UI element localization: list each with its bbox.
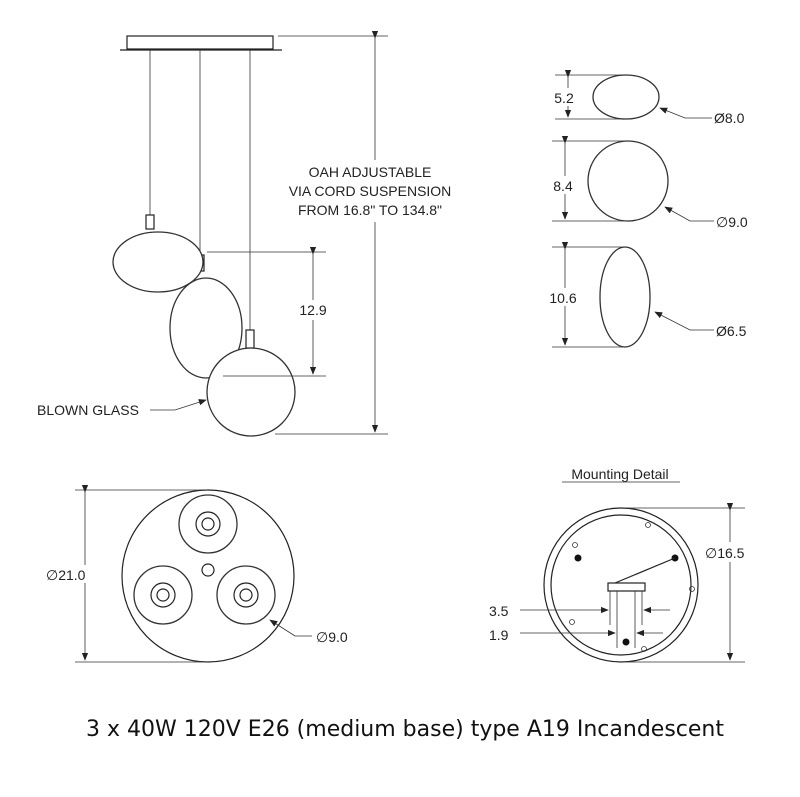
drop-dimension: 12.9 (299, 302, 326, 318)
canopy (126, 35, 274, 50)
mounting-hole (622, 638, 630, 646)
leader-arrow (664, 206, 714, 222)
shade2-diameter: ∅9.0 (716, 214, 748, 230)
mounting-arm (614, 557, 676, 584)
oah-label-line3: FROM 16.8" TO 134.8" (298, 202, 442, 218)
mounting-plate-inner (550, 514, 692, 656)
shade1-height: 5.2 (554, 90, 574, 106)
globe-shade-detail (587, 140, 669, 222)
shade-plan-diameter: ∅9.0 (316, 629, 348, 645)
shade-plan (133, 494, 276, 625)
mounting-plate-outer (543, 507, 699, 663)
canopy-diameter: ∅21.0 (46, 567, 86, 583)
plan-view: ∅21.0 ∅9.0 (45, 484, 348, 663)
socket (145, 214, 155, 230)
tall-shade-detail (599, 246, 651, 348)
mounting-hole (574, 554, 582, 562)
shade-details: 5.2 Ø8.0 8.4 ∅9.0 10.6 Ø6.5 (543, 69, 748, 348)
elevation-view: OAH ADJUSTABLE VIA CORD SUSPENSION FROM … (37, 30, 470, 437)
tall-shade (169, 277, 243, 379)
oah-label-line2: VIA CORD SUSPENSION (289, 183, 452, 199)
mounting-detail-title: Mounting Detail (571, 466, 668, 482)
oval-shade-detail (592, 74, 660, 120)
shade1-diameter: Ø8.0 (714, 110, 745, 126)
dim-1-9: 1.9 (489, 627, 509, 643)
leader-arrow (150, 399, 207, 411)
leader-arrow (269, 619, 312, 637)
shade3-diameter: Ø6.5 (716, 323, 747, 339)
oval-shade (112, 231, 204, 293)
oah-label-line1: OAH ADJUSTABLE (309, 164, 432, 180)
shade2-height: 8.4 (553, 178, 573, 194)
shade3-height: 10.6 (549, 290, 576, 306)
lamp-spec-caption: 3 x 40W 120V E26 (medium base) type A19 … (86, 717, 724, 742)
globe-shade (206, 347, 296, 437)
mounting-diameter: ∅16.5 (705, 545, 745, 561)
leader-arrow (654, 311, 714, 331)
leader-arrow (659, 107, 712, 119)
center-hole (201, 563, 215, 577)
blown-glass-label: BLOWN GLASS (37, 402, 139, 418)
mounting-detail: Mounting Detail 3.5 1.9 ∅16.5 (489, 466, 765, 663)
crossbar (607, 582, 646, 592)
dim-3-5: 3.5 (489, 603, 509, 619)
socket (245, 329, 255, 349)
